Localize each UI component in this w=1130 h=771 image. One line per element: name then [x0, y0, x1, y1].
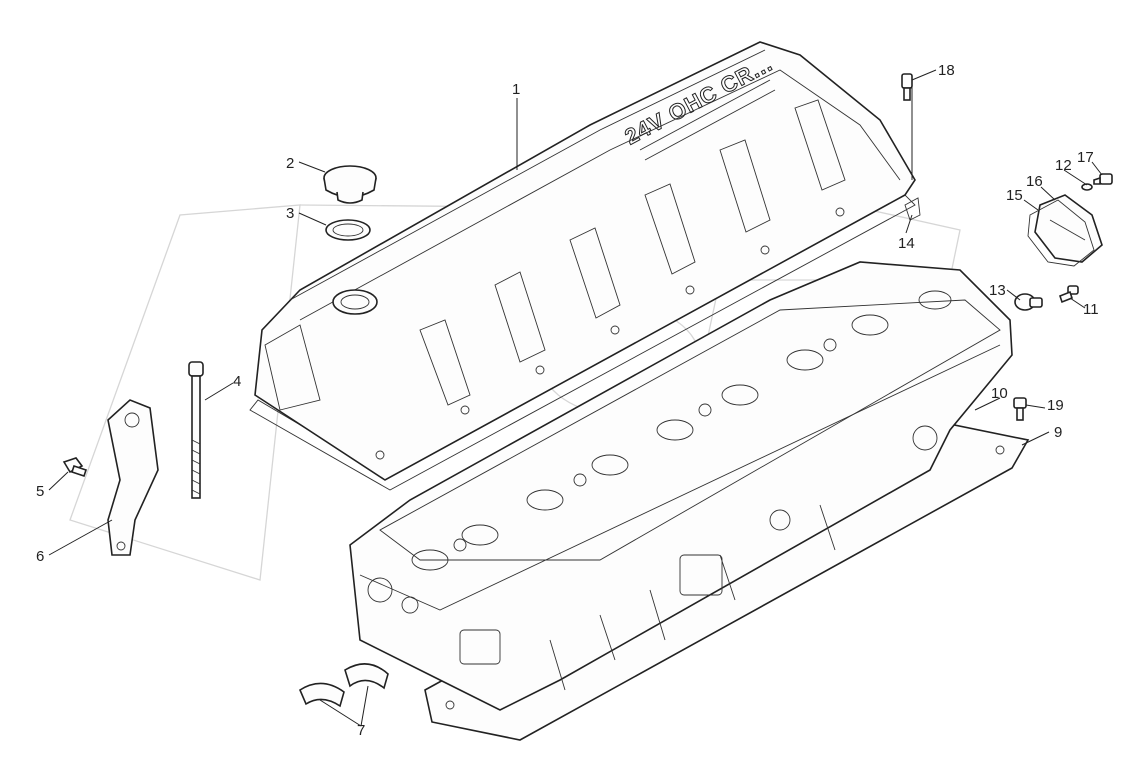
callout-labels: 1 2 3 4 5 6 7 9 10 11 12 13 14 15 16 17 …: [36, 62, 1099, 739]
callout-2: 2: [286, 155, 294, 172]
callout-14: 14: [898, 235, 915, 252]
callout-17: 17: [1077, 149, 1094, 166]
connector-18: [901, 73, 913, 101]
plug-13: [1014, 293, 1043, 311]
callout-10: 10: [991, 385, 1008, 402]
callout-4: 4: [233, 373, 241, 390]
callout-6: 6: [36, 548, 44, 565]
bolt-11: [1059, 285, 1079, 304]
filler-cap: [323, 165, 377, 204]
callout-5: 5: [36, 483, 44, 500]
small-bolt: [62, 457, 88, 478]
callout-3: 3: [286, 205, 294, 222]
gasket-strip-14: [904, 197, 921, 221]
bearing-shells: [298, 663, 389, 708]
leader-lines: [48, 69, 1103, 727]
callout-13: 13: [989, 282, 1006, 299]
cylinder-head: [349, 261, 1030, 741]
bolt-19: [1013, 397, 1027, 421]
long-bolt: [188, 361, 204, 499]
callout-19: 19: [1047, 397, 1064, 414]
end-cover-plate: [1027, 194, 1103, 267]
callout-15: 15: [1006, 187, 1023, 204]
callout-12: 12: [1055, 157, 1072, 174]
callout-7: 7: [357, 722, 365, 739]
callout-1: 1: [512, 81, 520, 98]
washer-12: [1081, 183, 1093, 191]
bolt-17: [1093, 173, 1113, 185]
lifting-bracket: [107, 399, 159, 556]
callout-18: 18: [938, 62, 955, 79]
callout-9: 9: [1054, 424, 1062, 441]
callout-11: 11: [1083, 301, 1099, 318]
callout-16: 16: [1026, 173, 1043, 190]
seal-ring: [325, 219, 371, 241]
